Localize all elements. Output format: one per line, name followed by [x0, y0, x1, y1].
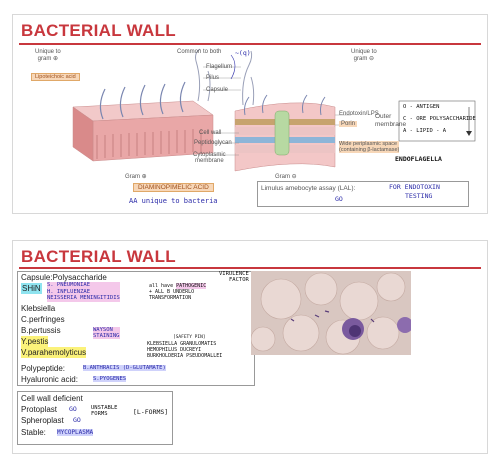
spheroplast-label: Spheroplast: [21, 416, 64, 425]
lal-text: Limulus amebocyte assay (LAL):: [261, 185, 356, 192]
flagellum-strands: [195, 48, 255, 106]
gram-pos-caption: Gram ⊕: [125, 174, 147, 180]
spheroplast-go: GO: [73, 416, 81, 424]
shin-label: SHiN: [21, 283, 42, 294]
flagellum-hand-note: ~(q): [235, 49, 251, 57]
oca-c: C - ORE POLYSACCHARIDE: [403, 116, 476, 122]
endoflagella-note: ENDOFLAGELLA: [395, 155, 442, 163]
bug-y-pestis: Y.pestis: [21, 336, 49, 347]
common-heading: Common to both: [177, 49, 222, 55]
label-cytoplasmic: Cytoplasmic: [193, 152, 226, 158]
bug-b-pertussis: B.pertussis: [21, 326, 61, 335]
lal-hand-1: FOR ENDOTOXIN: [389, 183, 440, 191]
bug-c-perfringes: C.perfringes: [21, 315, 65, 324]
stable-label: Stable:: [21, 428, 46, 437]
bug-v-parahemolyticus: V.parahemolyticus: [21, 347, 87, 358]
label-membrane: membrane: [195, 158, 224, 164]
safety-pin-note: [SAFETY PIN]: [173, 335, 206, 340]
unique-gram-pos-heading: Unique to gram ⊕: [35, 49, 61, 62]
hyaluronic-note: S.PYOGENES: [93, 376, 127, 382]
lipoteichoic-label: Lipoteichoic acid: [31, 73, 80, 81]
all-have-note: all have PATHOGENIC + ALL B UNDERLO TRAN…: [149, 283, 207, 301]
gram-neg-caption: Gram ⊖: [275, 174, 297, 180]
label-flagellum: Flagellum: [206, 64, 233, 70]
capsule-line: Capsule:Polysaccharide: [21, 273, 107, 282]
slide-title: BACTERIAL WALL: [21, 247, 176, 266]
oca-a: A - LIPID - A: [403, 128, 447, 134]
unstable-note: UNSTABLE FORMS: [91, 405, 118, 417]
gram-positive-wall: [72, 81, 214, 162]
label-capsule: Capsule: [206, 87, 229, 93]
title-rule: [19, 267, 481, 269]
oca-o: O - ANTIGEN: [403, 104, 440, 110]
other-encapsulated: KLEBSIELLA GRANULOMATIS HEMOPHILUS DUCRE…: [147, 341, 223, 359]
virulence-note: VIRULENCE FACTOR: [219, 271, 249, 283]
label-peptidoglycan: Peptidoglycan: [194, 140, 232, 146]
polypeptide-label: Polypeptide:: [21, 364, 66, 373]
slide-bacterial-wall-diagram: BACTERIAL WALL: [12, 14, 488, 214]
label-porin: Porin: [339, 121, 358, 127]
lal-go: GO: [335, 195, 343, 203]
slide-bacterial-wall-capsule: BACTERIAL WALL Capsule:Polysaccharide SH…: [12, 240, 488, 454]
blood-smear-micrograph: [251, 271, 411, 355]
label-cell-wall: Cell wall: [199, 130, 222, 136]
oca-box: [398, 100, 476, 142]
label-periplasmic: Wide periplasmic space (containing β-lac…: [339, 141, 400, 153]
cwd-title: Cell wall deficient: [21, 394, 83, 403]
wayson-note: WAYSON STAINING: [93, 327, 120, 339]
dap-label: DIAMINOPIMELIC ACID: [133, 183, 214, 192]
protoplast-label: Protoplast: [21, 405, 58, 414]
unique-gram-neg-heading: Unique to gram ⊖: [351, 49, 377, 62]
protoplast-go: GO: [69, 405, 77, 413]
title-rule: [19, 43, 481, 45]
lal-hand-2: TESTING: [405, 192, 433, 200]
label-outer-membrane: Outer membrane: [375, 113, 407, 128]
lal-box: [257, 181, 469, 207]
bug-klebsiella: Klebsiella: [21, 304, 56, 313]
hyaluronic-label: Hyaluronic acid:: [21, 375, 78, 384]
label-endotoxin: Endotoxin/LPS: [339, 111, 379, 117]
shin-notes: S. PNEUMONIAE H. INFLUENZAE NEISSERIA ME…: [47, 282, 120, 302]
stable-note: MYCOPLASMA: [57, 429, 94, 436]
slide-title: BACTERIAL WALL: [21, 21, 176, 40]
cell-wall-diagram: [72, 48, 476, 172]
gram-negative-wall: [234, 94, 336, 172]
aa-unique-note: AA unique to bacteria: [129, 197, 218, 205]
l-forms-note: [L-FORMS]: [133, 408, 169, 416]
polypeptide-note: B.ANTHRACIS (D-GLUTAMATE): [83, 365, 166, 371]
cell-wall-deficient-box: [17, 391, 173, 445]
label-pilus: Pilus: [206, 75, 220, 81]
